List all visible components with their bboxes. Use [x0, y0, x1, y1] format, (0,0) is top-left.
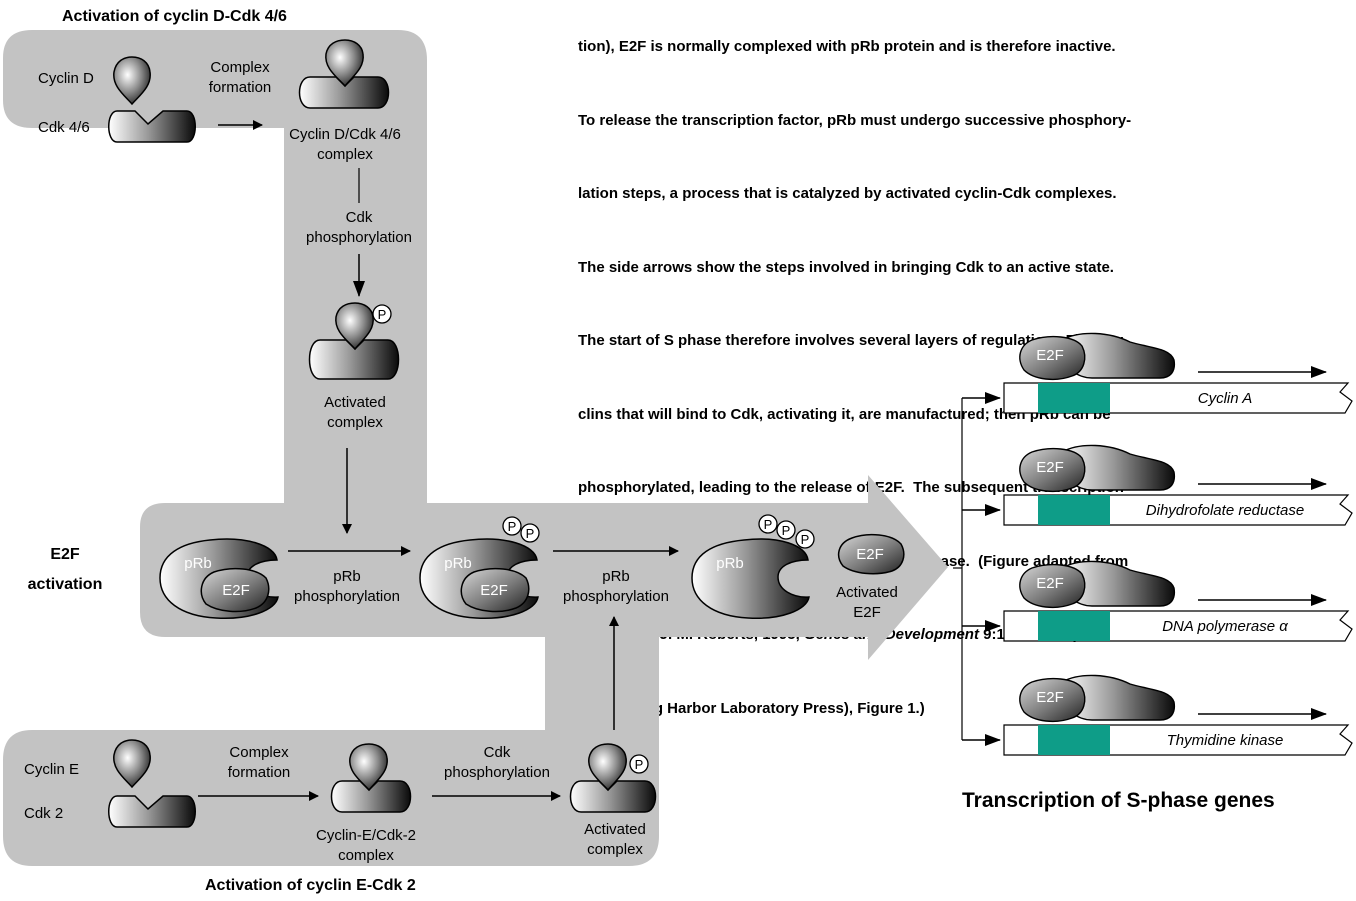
- activated-complex-label: complex: [587, 841, 643, 858]
- activated-e2f: [837, 533, 905, 575]
- pathway-background: [3, 30, 948, 866]
- bound-e2f: [1019, 677, 1086, 723]
- cdk2-body: [108, 795, 196, 828]
- phosphate-icon: [502, 516, 522, 536]
- activated-complex-label: Activated: [584, 821, 646, 838]
- gene-row: Dihydrofolate reductase E2F: [962, 444, 1353, 526]
- activated-complex-d: P: [308, 302, 400, 380]
- prb-label: pRb: [444, 555, 472, 572]
- e2f-label: E2F: [1036, 689, 1064, 706]
- gene-name: Thymidine kinase: [1167, 732, 1284, 749]
- prb-phosphorylation-label: pRb: [602, 568, 630, 585]
- phosphorylated-prb-e2f-complex: P P: [419, 516, 540, 619]
- cyclin-d-label: Cyclin D: [38, 70, 94, 87]
- prb-phosphorylation-label: phosphorylation: [294, 588, 400, 605]
- e2f-label: E2F: [480, 582, 508, 599]
- phosphate-label: P: [801, 532, 810, 547]
- hyperphosphorylated-prb: P P P: [691, 514, 815, 619]
- promoter-region: [1038, 495, 1110, 525]
- prb-phosphorylation-label: pRb: [333, 568, 361, 585]
- prb-label: pRb: [184, 555, 212, 572]
- promoter-region: [1038, 383, 1110, 413]
- cyclin-e-cdk2-complex: [330, 743, 412, 813]
- caption-line: phosphorylated, leading to the release o…: [578, 479, 1124, 496]
- gene-name: Cyclin A: [1198, 390, 1252, 407]
- cyclin-d-section-title: Activation of cyclin D-Cdk 4/6: [62, 8, 287, 25]
- e2f-activation-title: activation: [28, 576, 103, 593]
- cdk46-body: [108, 110, 196, 143]
- e2f-label: E2F: [1036, 347, 1064, 364]
- promoter-region: [1038, 725, 1110, 755]
- complex-label: Cyclin D/Cdk 4/6: [289, 126, 401, 143]
- activated-complex-e: P: [569, 743, 657, 813]
- complex-formation-label: Complex: [229, 744, 289, 761]
- phosphate-label: P: [764, 517, 773, 532]
- e2f-label: E2F: [1036, 575, 1064, 592]
- cdk46-label: Cdk 4/6: [38, 119, 90, 136]
- phosphate-icon: [795, 529, 815, 549]
- caption-line: To release the transcription factor, pRb…: [578, 111, 1132, 129]
- cyclin-e-section-title: Activation of cyclin E-Cdk 2: [205, 877, 416, 894]
- cdk-phosphorylation-label: Cdk: [484, 744, 511, 761]
- prb-bound-shape: [1061, 560, 1176, 607]
- activated-e2f-label: E2F: [853, 604, 881, 621]
- e2f-label: E2F: [856, 546, 884, 563]
- gene-row: Thymidine kinase E2F: [962, 674, 1353, 756]
- phosphate-icon: [520, 523, 540, 543]
- cdk-phosphorylation-label: phosphorylation: [306, 229, 412, 246]
- phosphate-label: P: [782, 523, 791, 538]
- prb-bound-shape: [1061, 444, 1176, 491]
- phosphate-label: P: [378, 307, 387, 322]
- gene-row: DNA polymerase α E2F: [962, 560, 1353, 642]
- transcription-title: Transcription of S-phase genes: [962, 789, 1275, 812]
- e2f-label: E2F: [222, 582, 250, 599]
- prb-label: pRb: [716, 555, 744, 572]
- gene-name: DNA polymerase α: [1162, 618, 1288, 635]
- phosphate-label: P: [526, 526, 535, 541]
- caption-line: The side arrows show the steps involved …: [578, 258, 1114, 276]
- activated-e2f-label: Activated: [836, 584, 898, 601]
- cyclin-e-label: Cyclin E: [24, 761, 79, 778]
- phosphate-icon: [776, 520, 796, 540]
- activated-complex-label: Activated: [324, 394, 386, 411]
- cyclin-d-cdk46-complex: [298, 39, 390, 109]
- complex-label: Cyclin-E/Cdk-2: [316, 827, 416, 844]
- bound-e2f: [1019, 447, 1086, 493]
- phosphate-icon: [629, 754, 649, 774]
- complex-label: complex: [338, 847, 394, 864]
- caption-line: tion), E2F is normally complexed with pR…: [578, 38, 1116, 55]
- bound-e2f: [1019, 563, 1086, 609]
- gene-row: Cyclin A E2F: [962, 332, 1353, 414]
- e2f-activation-title: E2F: [50, 546, 80, 563]
- complex-formation-label: formation: [228, 764, 291, 781]
- phosphate-label: P: [635, 757, 644, 772]
- prb-bound-shape: [1061, 674, 1176, 721]
- e2f-label: E2F: [1036, 459, 1064, 476]
- gene-name: Dihydrofolate reductase: [1146, 502, 1304, 519]
- complex-label: complex: [317, 146, 373, 163]
- cyclin-e-drop: [113, 739, 151, 789]
- complex-formation-label: Complex: [210, 59, 270, 76]
- caption-line: lation steps, a process that is catalyze…: [578, 185, 1117, 202]
- complex-formation-label: formation: [209, 79, 272, 96]
- phosphate-icon: [758, 514, 778, 534]
- phosphate-icon: [372, 304, 392, 324]
- prb-bound-shape: [1061, 332, 1176, 379]
- promoter-region: [1038, 611, 1110, 641]
- phosphate-label: P: [508, 519, 517, 534]
- cdk-phosphorylation-label: phosphorylation: [444, 764, 550, 781]
- cdk-phosphorylation-label: Cdk: [346, 209, 373, 226]
- cyclin-d-drop: [113, 56, 151, 106]
- activated-complex-label: complex: [327, 414, 383, 431]
- cdk2-label: Cdk 2: [24, 805, 63, 822]
- prb-e2f-complex: [159, 538, 279, 619]
- bound-e2f: [1019, 335, 1086, 381]
- gene-bracket: [953, 398, 963, 740]
- prb-phosphorylation-label: phosphorylation: [563, 588, 669, 605]
